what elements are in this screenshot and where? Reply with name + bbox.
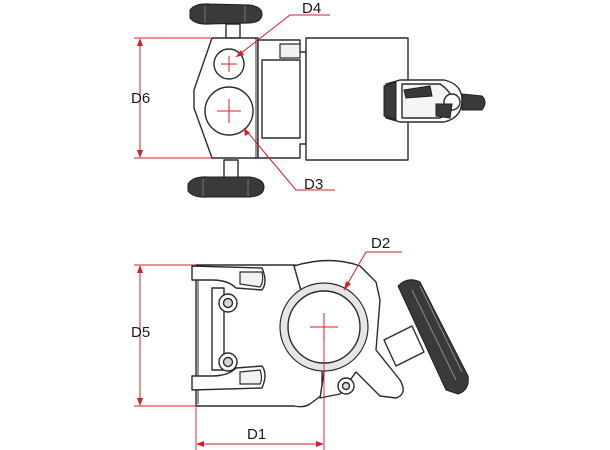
leader-d4 (235, 14, 330, 58)
label-d4: D4 (302, 0, 322, 17)
label-d1: D1 (247, 426, 267, 443)
dimension-d6 (134, 37, 212, 159)
top-view (134, 3, 486, 198)
leader-d2 (343, 251, 402, 291)
top-knob (189, 3, 263, 39)
label-d5: D5 (131, 324, 151, 341)
tube-mount (383, 79, 486, 123)
side-view (134, 251, 469, 450)
tube-ring-d2 (279, 282, 369, 372)
t-knob-side (383, 279, 469, 395)
label-d6: D6 (131, 90, 151, 107)
hole-d3 (204, 86, 254, 136)
leader-d3 (243, 127, 335, 191)
dimension-d5 (134, 264, 196, 407)
label-d2: D2 (371, 235, 391, 252)
bottom-knob (187, 159, 265, 198)
label-d3: D3 (304, 176, 324, 193)
dimension-d1 (195, 340, 325, 450)
